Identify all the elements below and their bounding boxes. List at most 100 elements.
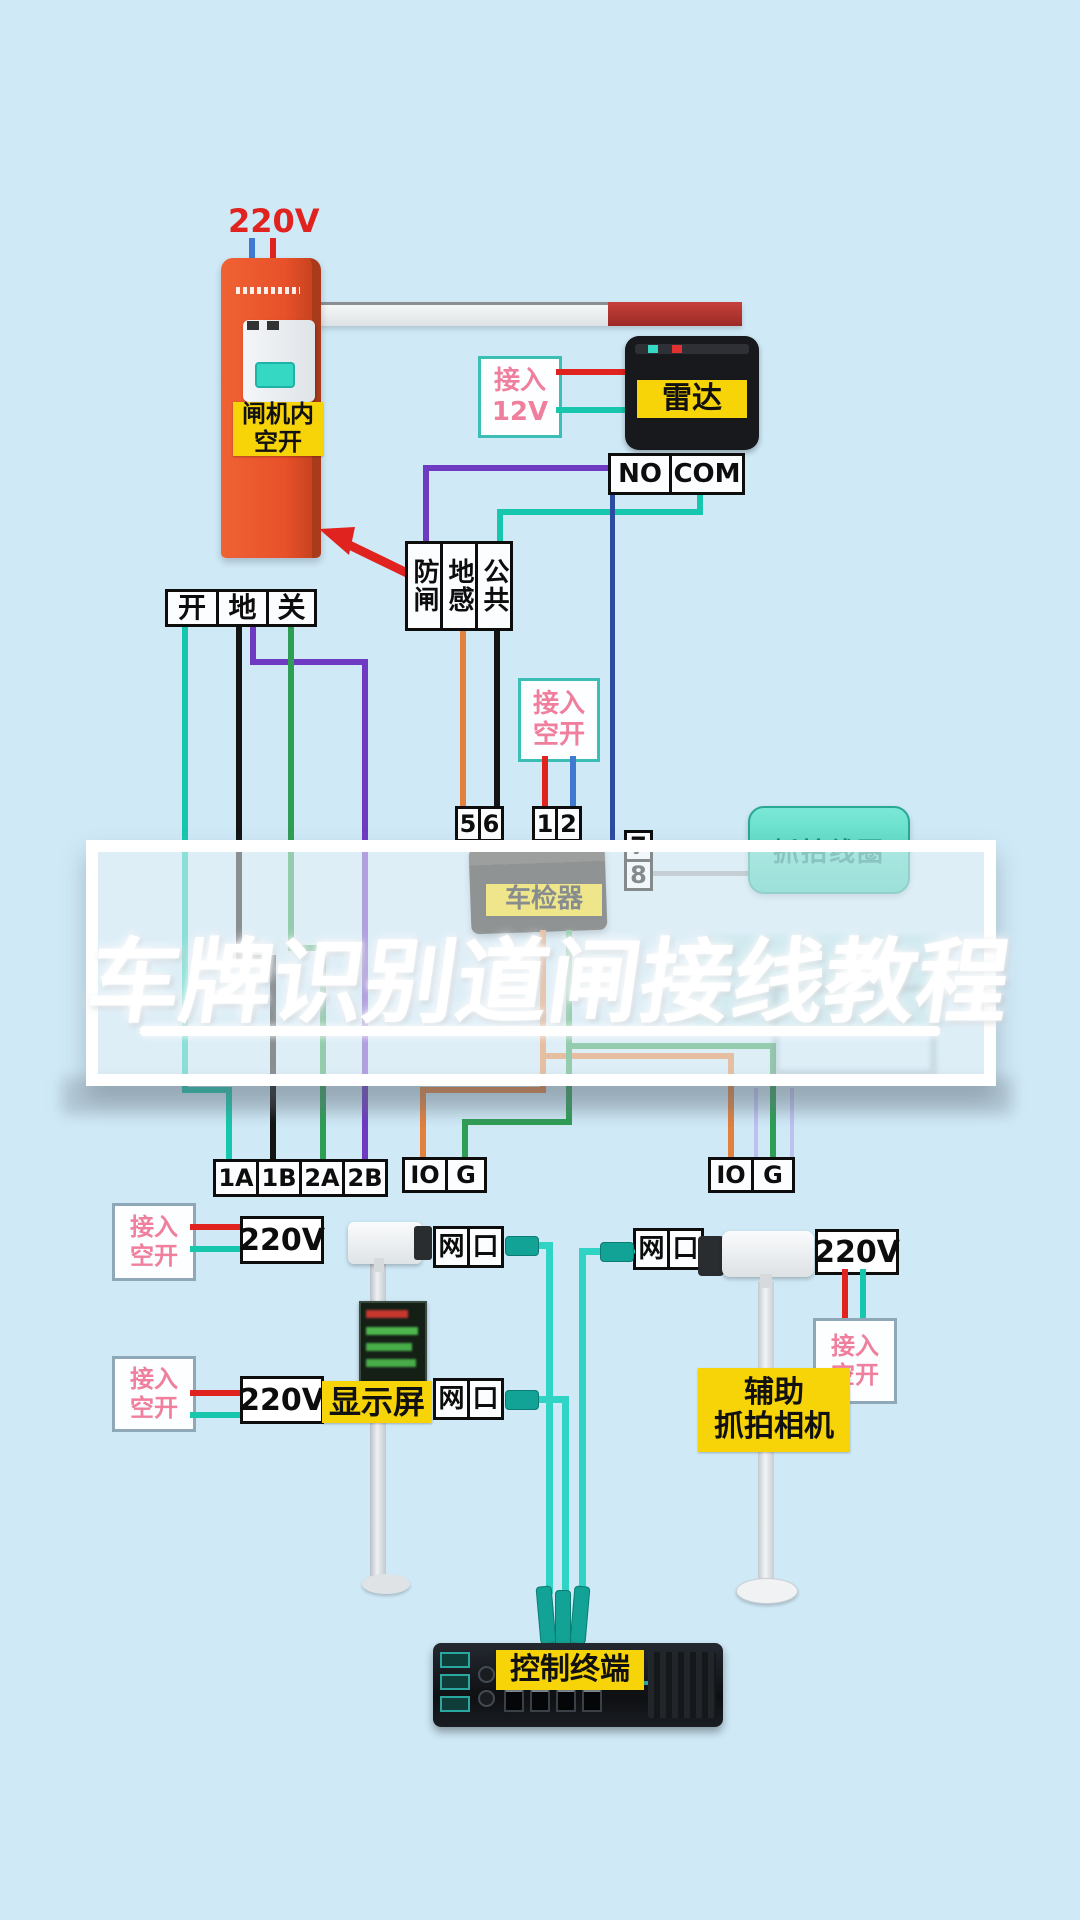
detector-terminals-12: 1 2 [532,806,582,842]
motor-terminal-row: 1A 1B 2A 2B [213,1159,388,1197]
ghost-lavender-1 [754,1088,758,1163]
gate-power-label: 220V [228,202,320,240]
wire-green-g-h-left [462,1119,572,1125]
display-breaker-box: 接入 空开 [112,1356,196,1432]
led-display-row-green1 [366,1327,418,1335]
wire-orange-io-v3 [728,1053,734,1163]
cable-auxcam-v [579,1248,586,1594]
wire-red-detector-power [542,756,548,808]
terminal-io-left: IO [402,1157,448,1193]
gate-breaker-label-line2: 空开 [254,428,302,456]
wire-teal-display-power [190,1412,240,1418]
net-port-auxcam: 网 口 [633,1228,704,1270]
wire-purple-no-h [423,465,608,471]
detector-breaker-box: 接入 空开 [518,678,600,762]
rj45-plug-terminal-3 [569,1585,591,1645]
net-port-display: 网 口 [433,1378,504,1420]
display-pole-base [362,1574,410,1594]
router-round-port-1 [478,1666,495,1683]
aux-camera-body [722,1231,814,1277]
camera-power-box: 220V [239,1216,325,1264]
barrier-arm-red-tip [608,302,742,326]
rj45-plug-display-port [505,1390,539,1410]
camera-breaker-line2: 空开 [130,1242,178,1270]
terminal-2a: 2A [299,1159,345,1197]
terminal-6: 6 [478,806,504,842]
radar-top-bar [635,344,749,354]
wire-red-cam-power [190,1224,240,1230]
terminal-5: 5 [455,806,481,842]
display-power-text: 220V [239,1382,325,1418]
wire-teal-com-v1 [697,495,703,515]
wire-green-close-v1 [288,627,294,951]
camera-breaker-line1: 接入 [130,1213,178,1242]
aux-camera-breaker-line1: 接入 [831,1332,879,1361]
wire-teal-cam-power [190,1246,240,1252]
ghost-lavender-2 [790,1088,794,1163]
wire-orange-digan [460,631,466,808]
led-display-row-green2 [366,1343,412,1351]
gate-controller-terminal-block: 防闸 地感 公共 [405,541,513,631]
wire-blue-detector-power [570,756,576,808]
wire-green-g-v3 [770,1043,776,1163]
router-eth-port-4 [582,1688,602,1712]
lpr-camera-bracket [374,1258,384,1272]
radar-power-line2: 12V [491,397,549,427]
red-arrow [319,527,409,578]
wire-teal-radar [556,407,626,413]
radar-power-line1: 接入 [493,365,546,396]
aux-camera-power-text: 220V [814,1234,900,1270]
wire-teal-open-v2 [226,1087,232,1163]
wire-teal-com-h [497,509,703,515]
wire-green-g-v2 [462,1119,468,1163]
rj45-plug-auxcam-port [600,1242,634,1262]
router-teal-block-1 [440,1652,470,1668]
display-power-box: 220V [239,1376,325,1424]
wire-red-radar [556,369,626,375]
router-round-port-2 [478,1690,495,1707]
display-label: 显示屏 [322,1381,432,1423]
terminal-open: 开 [165,589,219,627]
lpr-camera-body [348,1222,422,1264]
led-display-row-red [366,1310,408,1318]
wire-orange-io-v2 [420,1087,426,1163]
terminal-1b: 1B [256,1159,302,1197]
aux-camera-label-line2: 抓拍相机 [714,1409,834,1444]
terminal-digan: 地感 [440,541,478,631]
rj45-plug-terminal-1 [535,1585,557,1645]
aux-camera-label: 辅助 抓拍相机 [698,1368,850,1452]
led-display-row-green3 [366,1359,416,1367]
terminal-1a: 1A [213,1159,259,1197]
gate-breaker-terminal-left [247,321,259,330]
title-underline [140,1026,940,1036]
terminal-com: COM [669,453,745,495]
gate-brand-strip [236,287,300,294]
wire-purple-ground-v1 [250,627,256,665]
terminal-close: 关 [266,589,317,627]
router-eth-port-3 [556,1688,576,1712]
wire-red-display-power [190,1390,240,1396]
rj45-plug-cam-port [505,1236,539,1256]
net-port-camera: 网 口 [433,1226,504,1268]
wire-orange-io-h-left [420,1087,546,1093]
gate-breaker-device [243,320,315,402]
terminal-g-left: G [445,1157,487,1193]
radar-led-red [672,345,682,353]
display-breaker-line2: 空开 [130,1394,178,1422]
net-port-camera-char1: 网 [433,1226,470,1268]
terminal-ground: 地 [216,589,269,627]
router-eth-port-1 [504,1688,524,1712]
aux-camera-power-box: 220V [814,1229,900,1275]
terminal-gonggong: 公共 [475,541,513,631]
title-band [86,840,996,1086]
aux-camera-lens [698,1236,724,1276]
net-port-display-char2: 口 [467,1378,504,1420]
control-terminal-label: 控制终端 [496,1650,644,1690]
router-teal-block-2 [440,1674,470,1690]
router-eth-port-2 [530,1688,550,1712]
terminal-fangzha: 防闸 [405,541,443,631]
router-vent-grille [648,1652,716,1718]
camera-breaker-box: 接入 空开 [112,1203,196,1281]
gate-breaker-toggle [255,362,295,388]
